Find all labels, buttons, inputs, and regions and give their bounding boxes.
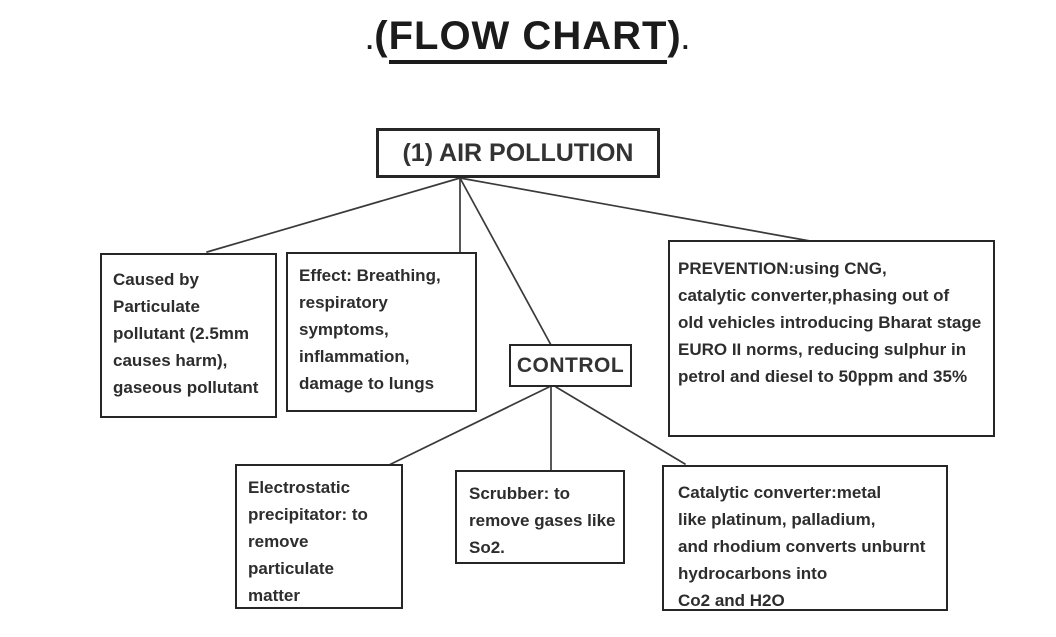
- title-text: FLOW CHART: [388, 14, 668, 64]
- node-catalytic-converter: Catalytic converter:metal like platinum, …: [662, 465, 948, 611]
- edge-control-to-catalytic: [555, 386, 686, 465]
- node-text-line: matter: [248, 586, 300, 605]
- node-electrostatic-precipitator: Electrostatic precipitator: to remove parti…: [235, 464, 403, 609]
- page-title: .(FLOW CHART).: [0, 14, 1056, 64]
- node-text-line: gaseous pollutant: [113, 378, 259, 397]
- node-text-line: precipitator: to: [248, 505, 368, 524]
- edge-root-to-control: [459, 177, 552, 346]
- node-effects: Effect: Breathing, respiratory symptoms, in…: [286, 252, 477, 412]
- node-caused-by: Caused by Particulate pollutant (2.5mm caus…: [100, 253, 277, 418]
- node-text-line: remove gases like: [469, 511, 616, 530]
- node-text-line: old vehicles introducing Bharat stage: [678, 313, 982, 332]
- node-text-line: EURO II norms, reducing sulphur in: [678, 340, 967, 359]
- node-text-line: Caused by: [113, 270, 199, 289]
- node-text-line: damage to lungs: [299, 374, 435, 393]
- node-control: CONTROL: [509, 344, 632, 387]
- node-control-label: CONTROL: [516, 354, 625, 377]
- title-open-paren: (: [374, 14, 389, 58]
- node-text-line: catalytic converter,phasing out of: [678, 286, 950, 305]
- node-text-line: respiratory: [299, 293, 388, 312]
- edge-root-to-causes: [206, 177, 461, 253]
- node-text-line: Catalytic converter:metal: [678, 483, 882, 502]
- node-text-line: PREVENTION:using CNG,: [678, 259, 887, 278]
- node-prevention: PREVENTION:using CNG, catalytic converter…: [668, 240, 995, 437]
- node-text-line: So2.: [469, 538, 505, 557]
- title-leading-dot: .: [366, 25, 375, 55]
- node-text-line: particulate: [248, 559, 334, 578]
- edge-control-to-electrostatic: [388, 386, 550, 466]
- node-air-pollution-label: (1) AIR POLLUTION: [402, 138, 634, 167]
- node-text-line: inflammation,: [299, 347, 410, 366]
- node-air-pollution: (1) AIR POLLUTION: [376, 128, 660, 178]
- node-text-line: Particulate: [113, 297, 200, 316]
- node-text-line: symptoms,: [299, 320, 389, 339]
- node-text-line: causes harm),: [113, 351, 228, 370]
- title-close-paren: ): [667, 14, 682, 58]
- node-text-line: Effect: Breathing,: [299, 266, 441, 285]
- node-text-line: remove: [248, 532, 309, 551]
- node-text-line: hydrocarbons into: [678, 564, 828, 583]
- node-text-line: like platinum, palladium,: [678, 510, 876, 529]
- node-text-line: and rhodium converts unburnt: [678, 537, 926, 556]
- node-text-line: Scrubber: to: [469, 484, 571, 503]
- title-trailing-dot: .: [681, 25, 690, 55]
- node-text-line: petrol and diesel to 50ppm and 35%: [678, 367, 968, 386]
- node-text-line: Co2 and H2O: [678, 591, 785, 610]
- edge-root-to-prevention: [459, 177, 811, 242]
- node-text-line: Electrostatic: [248, 478, 351, 497]
- node-text-line: pollutant (2.5mm: [113, 324, 250, 343]
